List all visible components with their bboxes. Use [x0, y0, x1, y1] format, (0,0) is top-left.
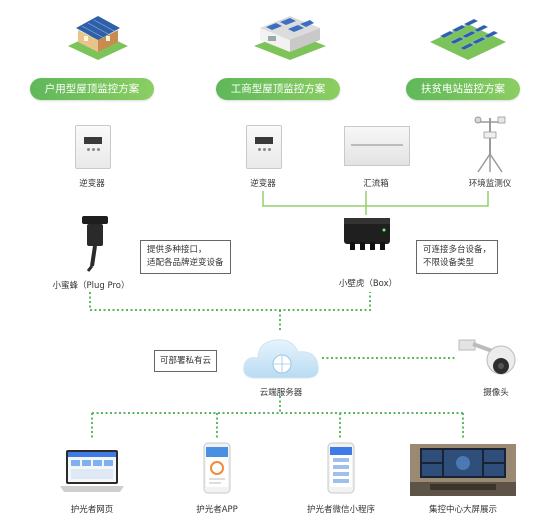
inverter-mid-icon: [246, 125, 282, 169]
camera-label: 摄像头: [483, 388, 509, 398]
client-bigscreen-label: 集控中心大屏展示: [428, 505, 497, 515]
solar-farm-icon: [430, 18, 506, 60]
laptop-web-icon: [60, 450, 124, 492]
weather-station-icon: [474, 116, 506, 173]
scenario-pill-household[interactable]: 户用型屋顶监控方案: [30, 78, 154, 100]
box-device-label: 小壁虎（Box）: [338, 279, 398, 289]
cloud-server-icon: [243, 339, 319, 379]
inverter-left-icon: [75, 125, 111, 169]
house-rooftop-icon: [68, 16, 128, 60]
combiner-box-icon: [344, 126, 410, 166]
device-bus-line: [262, 191, 489, 207]
weather-station-label: 环境监测仪: [468, 179, 512, 189]
plug-to-cloud-line: [89, 292, 371, 311]
inverter-left-label: 逆变器: [79, 179, 105, 189]
phone-app-icon: [203, 442, 231, 494]
plug-pro-note: 提供多种接口， 适配各品牌逆变设备: [140, 240, 231, 274]
client-web-label: 护光者网页: [70, 505, 114, 515]
plug-pro-note-line2: 适配各品牌逆变设备: [147, 258, 224, 268]
plug-pro-label: 小蜜蜂（Plug Pro）: [52, 281, 130, 291]
box-note-line1: 可连接多台设备，: [423, 245, 492, 255]
box-note-line2: 不限设备类型: [423, 258, 475, 268]
cloud-note: 可部署私有云: [154, 350, 218, 372]
box-note: 可连接多台设备， 不限设备类型: [416, 240, 499, 274]
cloud-to-clients-line: [91, 396, 464, 440]
plug-pro-icon: [82, 216, 108, 272]
plug-pro-note-line1: 提供多种接口，: [147, 245, 207, 255]
scenario-pill-commercial[interactable]: 工商型屋顶监控方案: [216, 78, 340, 100]
control-center-screen-icon: [410, 444, 516, 496]
mini-program-icon: [327, 442, 355, 494]
client-miniprogram-label: 护光者微信小程序: [306, 505, 375, 515]
factory-rooftop-icon: [254, 16, 326, 60]
scenario-pill-poverty-plant[interactable]: 扶贫电站监控方案: [406, 78, 520, 100]
camera-icon: [458, 339, 516, 375]
inverter-mid-label: 逆变器: [250, 179, 276, 189]
box-device-icon: [344, 218, 390, 250]
cloud-server-label: 云端服务器: [259, 388, 303, 398]
client-app-label: 护光者APP: [196, 505, 238, 515]
combiner-box-label: 汇流箱: [363, 179, 389, 189]
